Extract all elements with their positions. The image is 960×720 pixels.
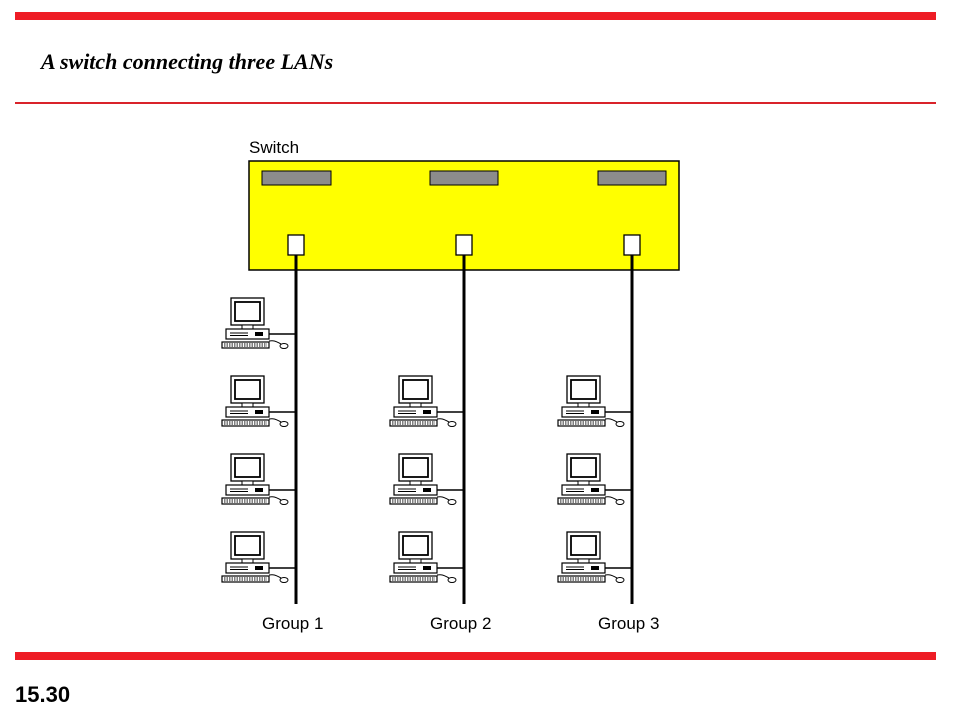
connector-2: [455, 234, 473, 256]
computer: [389, 375, 464, 428]
computer: [389, 453, 464, 506]
title-divider: [15, 102, 936, 104]
computer: [221, 375, 296, 428]
group-3-computers: [557, 375, 632, 584]
computer: [221, 297, 296, 350]
switch-label: Switch: [249, 138, 299, 157]
computer: [557, 453, 632, 506]
group-3-label: Group 3: [598, 614, 659, 633]
slide-number: 15.30: [15, 682, 71, 707]
slide-title: A switch connecting three LANs: [41, 49, 334, 74]
computer: [221, 531, 296, 584]
switch-port-2: [429, 170, 499, 186]
computer: [221, 453, 296, 506]
computer: [557, 531, 632, 584]
group-2-computers: [389, 375, 464, 584]
computer: [557, 375, 632, 428]
computer: [389, 531, 464, 584]
switch-port-3: [597, 170, 667, 186]
bottom-accent-bar: [15, 652, 936, 660]
top-accent-bar: [15, 12, 936, 20]
group-2-label: Group 2: [430, 614, 491, 633]
connector-1: [287, 234, 305, 256]
group-1-computers: [221, 297, 296, 584]
connector-3: [623, 234, 641, 256]
group-1-label: Group 1: [262, 614, 323, 633]
switch-port-1: [261, 170, 332, 186]
